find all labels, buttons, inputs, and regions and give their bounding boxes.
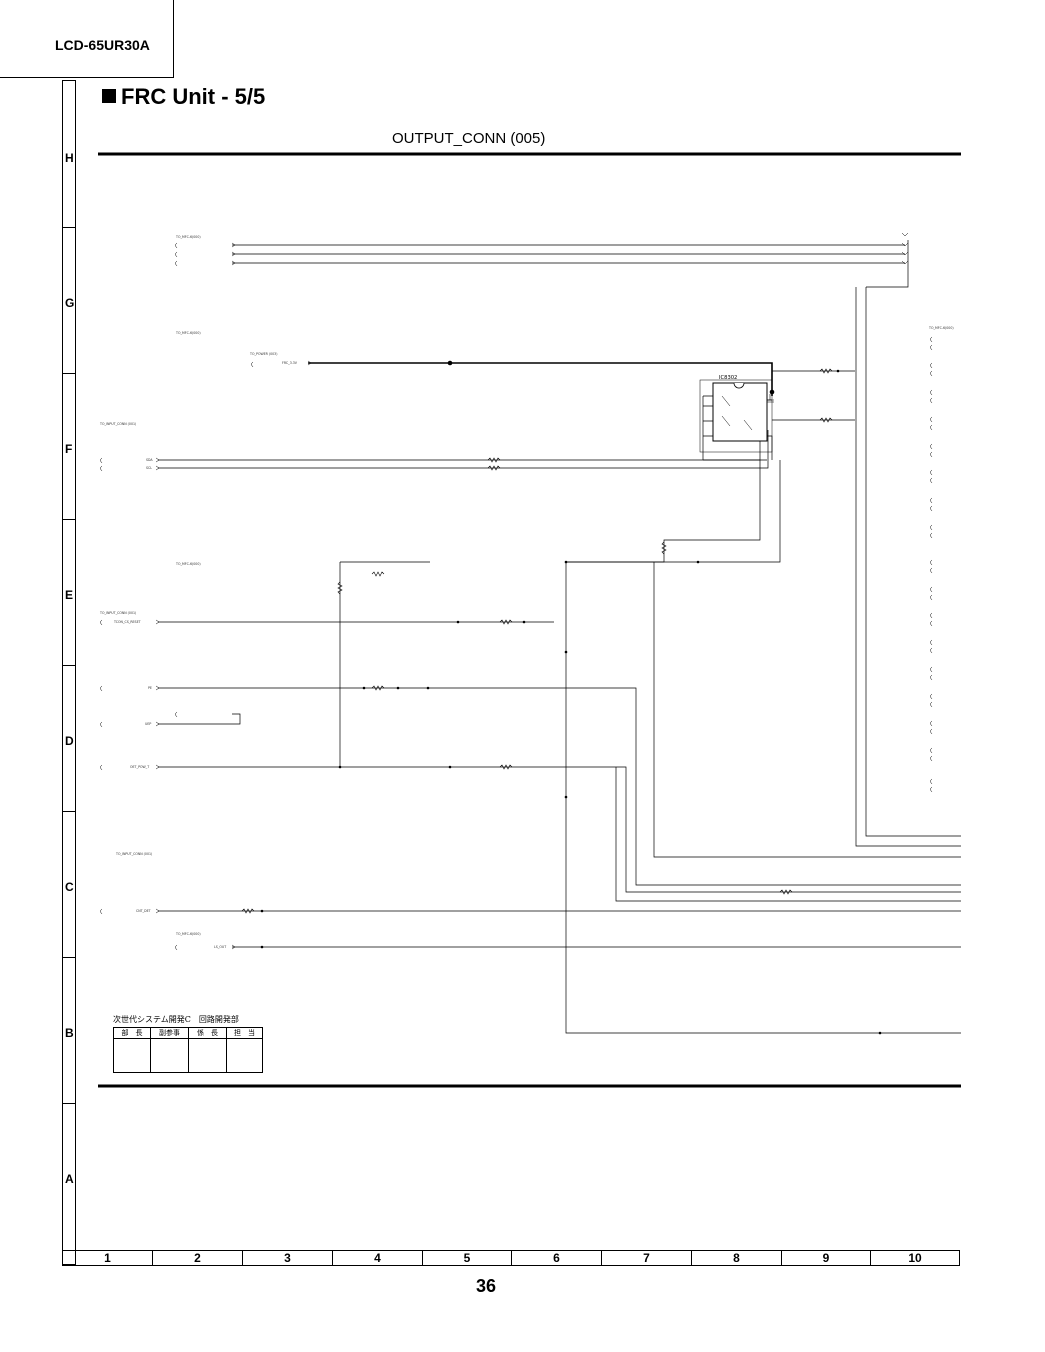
row-label-c: C	[65, 880, 74, 894]
row-label-h: H	[65, 151, 74, 165]
junction-dots	[260, 360, 882, 1035]
col-label-1: 1	[63, 1251, 153, 1265]
col-label-6: 6	[512, 1251, 602, 1265]
column-ruler: 1 2 3 4 5 6 7 8 9 10	[62, 1250, 960, 1266]
label-to-mfc-right: TO_MFC-6(000)	[928, 326, 954, 330]
row-label-a: A	[65, 1172, 74, 1186]
page-title: FRC Unit - 5/5	[102, 84, 265, 110]
ic8302: IC8302	[699, 375, 773, 453]
resistors	[241, 368, 833, 914]
row-label-g: G	[65, 296, 75, 310]
label-to-mfc-top: TO_MFC-6(000)	[175, 235, 201, 239]
stamp-cell-2: 副参事	[151, 1028, 189, 1072]
label-to-mfc-c: TO_MFC-6(000)	[175, 932, 201, 936]
section-title: OUTPUT_CONN (005)	[392, 130, 546, 147]
row-label-f: F	[65, 442, 73, 456]
row-label-d: D	[65, 734, 74, 748]
col-label-4: 4	[333, 1251, 423, 1265]
row-cell-f: F	[62, 374, 76, 520]
label-oet-pow-t: OET_POW_T	[130, 765, 149, 769]
row-label-b: B	[65, 1026, 74, 1040]
row-ruler: H G F E D C B A	[62, 80, 76, 1265]
label-to-input-conn-f: TO_INPUT_CONN (001)	[99, 422, 136, 426]
page-title-text: FRC Unit - 5/5	[121, 84, 266, 109]
col-label-8: 8	[692, 1251, 782, 1265]
col-label-3: 3	[243, 1251, 333, 1265]
row-cell-c: C	[62, 812, 76, 958]
wires	[158, 240, 961, 1034]
col-label-7: 7	[602, 1251, 692, 1265]
row-cell-h: H	[62, 80, 76, 228]
stamp-cell-4: 担 当	[227, 1028, 262, 1072]
label-cnt-det: CNT_DET	[136, 909, 151, 913]
connector-brackets	[100, 232, 933, 951]
label-frc-33v: FRC_3.3V	[282, 361, 298, 365]
label-sda: SDA	[146, 458, 153, 462]
label-pe: PE	[148, 686, 152, 690]
label-to-power: TO_POWER (003)	[249, 352, 277, 356]
bullet-square-icon	[102, 89, 116, 103]
col-label-9: 9	[782, 1251, 871, 1265]
ic8302-label: IC8302	[719, 375, 737, 381]
label-to-mfc-mid: TO_MFC-6(000)	[175, 331, 201, 335]
stamp-head-2: 副参事	[151, 1028, 188, 1039]
row-cell-b: B	[62, 958, 76, 1104]
label-ls-out: LS_OUT	[214, 945, 226, 949]
row-cell-g: G	[62, 228, 76, 374]
label-tcon-cs-reset: TCON_CS_RESET	[113, 620, 141, 624]
label-to-mfc-e: TO_MFC-6(000)	[175, 562, 201, 566]
stamp-head-1: 部 長	[114, 1028, 150, 1039]
model-box: LCD-65UR30A	[0, 0, 174, 78]
label-scl: SCL	[146, 466, 152, 470]
row-label-e: E	[65, 588, 74, 602]
stamp-table: 部 長 副参事 係 長 担 当	[113, 1027, 263, 1073]
col-label-5: 5	[423, 1251, 512, 1265]
label-uep: UEP	[145, 722, 151, 726]
stamp-cell-3: 係 長	[189, 1028, 227, 1072]
col-label-2: 2	[153, 1251, 243, 1265]
row-cell-a: A	[62, 1104, 76, 1265]
stamp-title: 次世代システム開発C 回路開発部	[113, 1015, 239, 1024]
approval-stamp: 次世代システム開発C 回路開発部 部 長 副参事 係 長 担 当	[113, 1014, 263, 1073]
page-number: 36	[476, 1276, 497, 1296]
schematic-labels: TO_MFC-6(000) TO_MFC-6(000) TO_POWER (00…	[99, 235, 954, 949]
label-to-input-conn-c: TO_INPUT_CONN (001)	[115, 852, 152, 856]
model-label: LCD-65UR30A	[55, 37, 150, 53]
stamp-head-4: 担 当	[227, 1028, 262, 1039]
row-cell-d: D	[62, 666, 76, 812]
stamp-cell-1: 部 長	[114, 1028, 151, 1072]
row-cell-e: E	[62, 520, 76, 666]
stamp-head-3: 係 長	[189, 1028, 226, 1039]
label-to-input-conn-e: TO_INPUT_CONN (001)	[99, 611, 136, 615]
col-label-10: 10	[908, 1251, 922, 1265]
